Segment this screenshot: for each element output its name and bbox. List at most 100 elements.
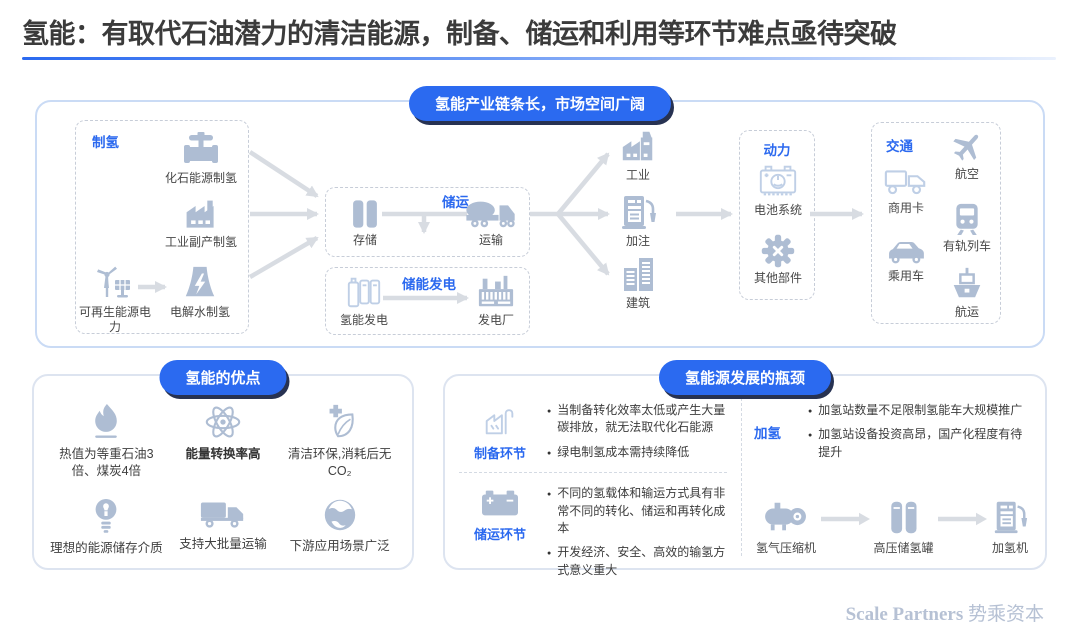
refueling-bottleneck-label: 加氢 [754, 426, 781, 441]
building-node: 建筑 [602, 254, 674, 311]
industry-chain-panel: 氢能产业链条长，市场空间广阔 [35, 86, 1045, 348]
tanker-truck-icon [463, 195, 519, 231]
electrolysis-label: 电解水制氢 [169, 305, 230, 319]
fuel-cell-icon [345, 273, 383, 311]
storage-tanks-icon [348, 197, 382, 231]
bullet-dot: ● [547, 449, 552, 457]
valve-icon [181, 129, 221, 169]
power-plant-label: 发电厂 [477, 313, 514, 327]
passenger-car-node: 乘用车 [876, 235, 936, 284]
bullet-item: ●加氢站设备投资高昂，国产化程度有待提升 [808, 426, 1031, 461]
plane-icon [949, 129, 985, 165]
storage-bottleneck-row: 储运环节 ● 不同的氢载体和输运方式具有非常不同的转化、储运和再转化成本 ● 开发经… [459, 481, 735, 586]
advantage-item-downstream: 下游应用场景广泛 [281, 496, 398, 557]
bottlenecks-panel: 氢能源发展的瓶颈 制备环节 ●当制备转化效率太低或产生大量碳排放，就无法取代化石… [443, 360, 1047, 577]
atom-icon [202, 402, 244, 442]
storage-transport-box: 储运 存储 运输 [325, 187, 530, 257]
bullet-dot: ● [547, 408, 552, 415]
advantage-label: 清洁环保,消耗后无CO₂ [287, 447, 392, 478]
bullet-item: ● 开发经济、安全、高效的输氢方式意义重大 [547, 544, 735, 579]
bullet-item: ●加氢站数量不足限制氢能车大规模推广 [808, 402, 1031, 419]
electrolysis-node: 电解水制氢 [152, 263, 248, 320]
bullet-item: ●当制备转化效率太低或产生大量碳排放，就无法取代化石能源 [547, 402, 735, 437]
high-pressure-tank-label: 高压储氢罐 [873, 541, 934, 555]
storage-node: 存储 [336, 197, 394, 248]
advantages-header-pill: 氢能的优点 [159, 360, 287, 395]
buildings-icon [618, 254, 658, 294]
advantage-item-storage-medium: 理想的能源储存介质 [48, 496, 165, 557]
bullet-text: 不同的氢载体和输运方式具有非常不同的转化、储运和再转化成本 [557, 486, 726, 535]
advantage-label: 下游应用场景广泛 [289, 538, 390, 553]
advantages-panel: 氢能的优点 热值为等重石油3倍、煤炭4倍 能量转换率高 清洁环保,消耗后无CO₂ [32, 360, 414, 570]
bullet-item: ● 绿电制氢成本需持续降低 [547, 444, 735, 461]
battery-system-node: 电池系统 [746, 161, 810, 218]
bottlenecks-row-divider [459, 472, 727, 474]
eco-leaf-icon [321, 402, 359, 442]
refuel-label: 加注 [625, 234, 650, 248]
transport-node: 运输 [456, 195, 526, 248]
power-generation-box: 储能发电 氢能发电 发电厂 [325, 267, 530, 335]
transportation-box: 交通 航空 商用卡 有轨列车 [871, 122, 1001, 324]
production-bottleneck-head: 制备环节 [459, 398, 541, 462]
drive-label: 动力 [763, 143, 791, 158]
bullet-text: 绿电制氢成本需持续降低 [557, 444, 690, 459]
byproduct-hydrogen-label: 工业副产制氢 [164, 235, 237, 249]
commercial-truck-label: 商用卡 [887, 201, 924, 215]
dispenser-node: 加氢机 [991, 498, 1029, 556]
advantage-item-heat-value: 热值为等重石油3倍、煤炭4倍 [48, 402, 165, 480]
power-station-icon [475, 273, 517, 311]
battery-system-label: 电池系统 [753, 203, 802, 217]
dispenser-icon [991, 498, 1029, 536]
storage-bottleneck-head: 储运环节 [459, 481, 541, 543]
production-label: 制氢 [92, 135, 119, 150]
production-bottleneck-bullets: ●当制备转化效率太低或产生大量碳排放，就无法取代化石能源 ● 绿电制氢成本需持续降… [547, 398, 735, 468]
factory-outline-icon [478, 402, 522, 440]
shipping-label: 航运 [954, 305, 979, 319]
chain-header-pill: 氢能产业链条长，市场空间广阔 [408, 86, 672, 121]
refueling-bottleneck-row: 加氢 ●加氢站数量不足限制氢能车大规模推广 ●加氢站设备投资高昂，国产化程度有待… [754, 398, 1031, 468]
other-parts-node: 其他部件 [746, 233, 810, 286]
flame-icon [88, 402, 124, 442]
storage-bottleneck-bullets: ● 不同的氢载体和输运方式具有非常不同的转化、储运和再转化成本 ● 开发经济、安全、… [547, 481, 735, 586]
power-generation-label: 储能发电 [402, 277, 456, 292]
bullet-dot: ● [808, 432, 813, 440]
industry-label: 工业 [625, 168, 650, 182]
advantages-grid: 热值为等重石油3倍、煤炭4倍 能量转换率高 清洁环保,消耗后无CO₂ 理想的能源… [34, 376, 412, 563]
compressor-icon [762, 498, 810, 536]
refueling-station-flow: 氢气压缩机 高压储氢罐 [754, 498, 1031, 556]
ship-icon [948, 265, 986, 303]
bottlenecks-right-column: 加氢 ●加氢站数量不足限制氢能车大规模推广 ●加氢站设备投资高昂，国产化程度有待… [742, 394, 1045, 568]
bullet-dot: ● [547, 550, 552, 558]
factory-icon [182, 197, 220, 233]
aviation-node: 航空 [938, 129, 996, 182]
h2-power-label: 氢能发电 [339, 313, 388, 327]
high-pressure-tank-node: 高压储氢罐 [873, 498, 934, 556]
hydrogen-production-box: 制氢 化石能源制氢 工业副产制氢 可再生能源电力 [75, 120, 249, 334]
bottlenecks-column-divider [741, 398, 742, 556]
advantage-label: 能量转换率高 [185, 447, 261, 461]
dispenser-label: 加氢机 [991, 541, 1028, 555]
power-plant-bolt-icon [181, 263, 219, 303]
car-icon [884, 235, 928, 267]
other-parts-label: 其他部件 [753, 271, 802, 285]
bottlenecks-left-column: 制备环节 ●当制备转化效率太低或产生大量碳排放，就无法取代化石能源 ● 绿电制氢成… [445, 394, 741, 577]
compressor-label: 氢气压缩机 [756, 541, 817, 555]
renewable-power-node: 可再生能源电力 [78, 263, 152, 335]
battery-system-icon [757, 161, 799, 201]
refueling-bottleneck-bullets: ●加氢站数量不足限制氢能车大规模推广 ●加氢站设备投资高昂，国产化程度有待提升 [808, 398, 1031, 468]
advantage-label: 理想的能源储存介质 [50, 540, 163, 555]
bullet-dot: ● [808, 408, 813, 415]
title-underline [22, 57, 1056, 60]
brand-footer: Scale Partners 势乘资本 [846, 599, 1044, 626]
power-plant-node: 发电厂 [464, 273, 528, 328]
transport-label: 运输 [478, 233, 503, 247]
brand-name-en: Scale Partners [845, 604, 964, 625]
h2-power-node: 氢能发电 [332, 273, 396, 328]
bullet-text: 开发经济、安全、高效的输氢方式意义重大 [557, 545, 726, 577]
building-label: 建筑 [625, 296, 650, 310]
truck-outline-icon [883, 165, 929, 199]
refuel-dispenser-icon [618, 192, 658, 232]
bottlenecks-header-pill: 氢能源发展的瓶颈 [658, 360, 832, 395]
production-bottleneck-row: 制备环节 ●当制备转化效率太低或产生大量碳排放，就无法取代化石能源 ● 绿电制氢成… [459, 398, 735, 468]
page-title: 氢能：有取代石油潜力的清洁能源，制备、储运和利用等环节难点亟待突破 [22, 19, 897, 49]
